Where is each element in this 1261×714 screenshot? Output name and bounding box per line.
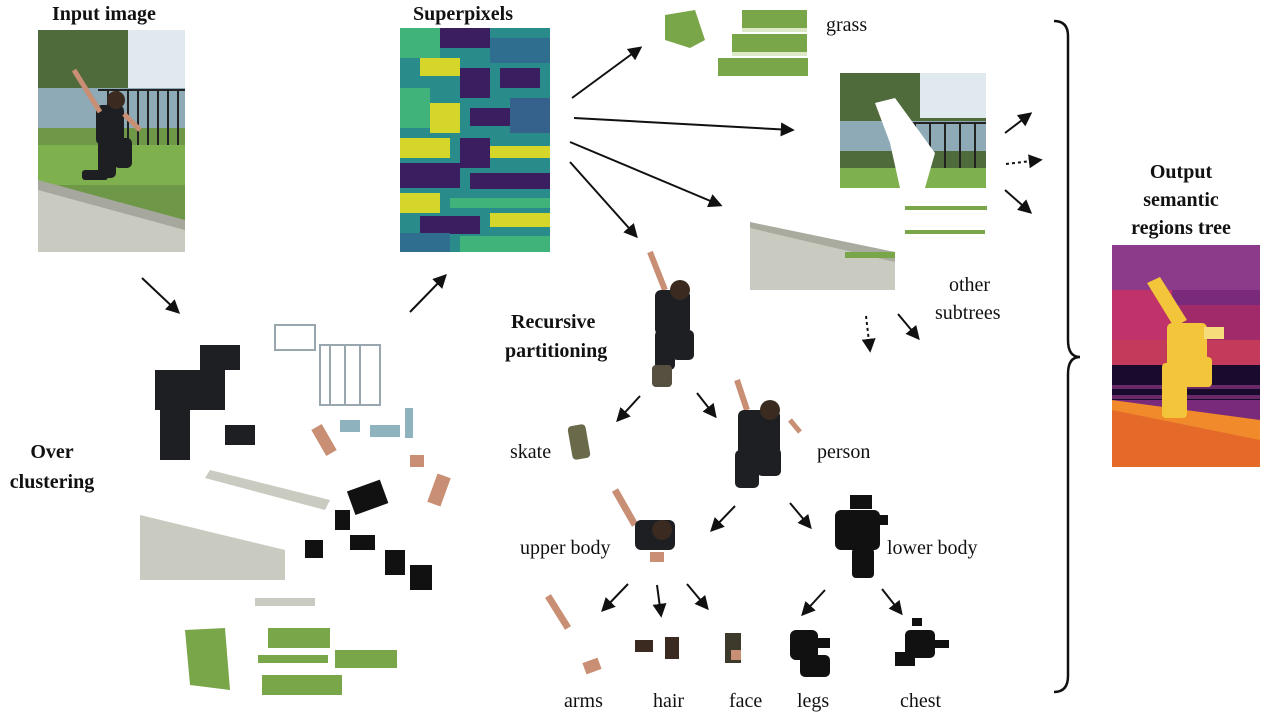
node-label-hair: hair	[653, 690, 685, 712]
label-regions-tree: regions tree	[1131, 217, 1231, 239]
arrow-to-hair	[652, 584, 667, 618]
node-label-legs: legs	[797, 690, 830, 712]
arrow-to-chest	[881, 588, 903, 616]
node-label-face: face	[729, 690, 763, 712]
arrow-to-grass	[571, 46, 643, 99]
node-label-other: other	[949, 274, 991, 296]
node-label-arms: arms	[564, 690, 603, 712]
arrow-to-lower-body	[789, 502, 812, 530]
title-input-image: Input image	[52, 3, 156, 25]
label-recursive: Recursive	[511, 311, 596, 333]
label-output: Output	[1149, 161, 1213, 183]
node-label-grass: grass	[826, 14, 868, 36]
arrow-to-skate	[616, 395, 641, 423]
arrow-input-to-clusters	[141, 277, 181, 314]
arrow-ramp-subtree	[897, 313, 920, 341]
arrow-to-arms	[601, 583, 629, 613]
node-label-lower-body: lower body	[887, 537, 978, 559]
arrow-clusters-to-superpixels	[409, 273, 447, 313]
node-label-chest: chest	[900, 690, 942, 712]
node-label-subtrees: subtrees	[935, 302, 1001, 324]
arrow-bg-1	[1004, 112, 1033, 134]
arrow-to-upper-body	[710, 505, 736, 533]
title-superpixels: Superpixels	[413, 3, 514, 25]
label-semantic: semantic	[1143, 189, 1219, 211]
node-label-skate: skate	[510, 441, 552, 463]
arrow-to-ramp	[569, 141, 723, 208]
node-label-upper-body: upper body	[520, 537, 611, 559]
arrow-bg-3	[1004, 189, 1033, 214]
arrow-to-person	[696, 392, 717, 419]
arrow-to-face	[686, 583, 709, 611]
arrow-to-legs	[801, 589, 826, 617]
arrow-to-background	[573, 117, 795, 137]
label-partitioning: partitioning	[505, 340, 608, 362]
node-label-person: person	[817, 441, 871, 463]
label-clustering: clustering	[9, 471, 95, 493]
label-over: Over	[30, 441, 74, 463]
arrow-ramp-dotted	[861, 315, 876, 353]
arrow-to-person-root	[569, 161, 638, 239]
arrow-bg-dotted	[1005, 154, 1043, 169]
